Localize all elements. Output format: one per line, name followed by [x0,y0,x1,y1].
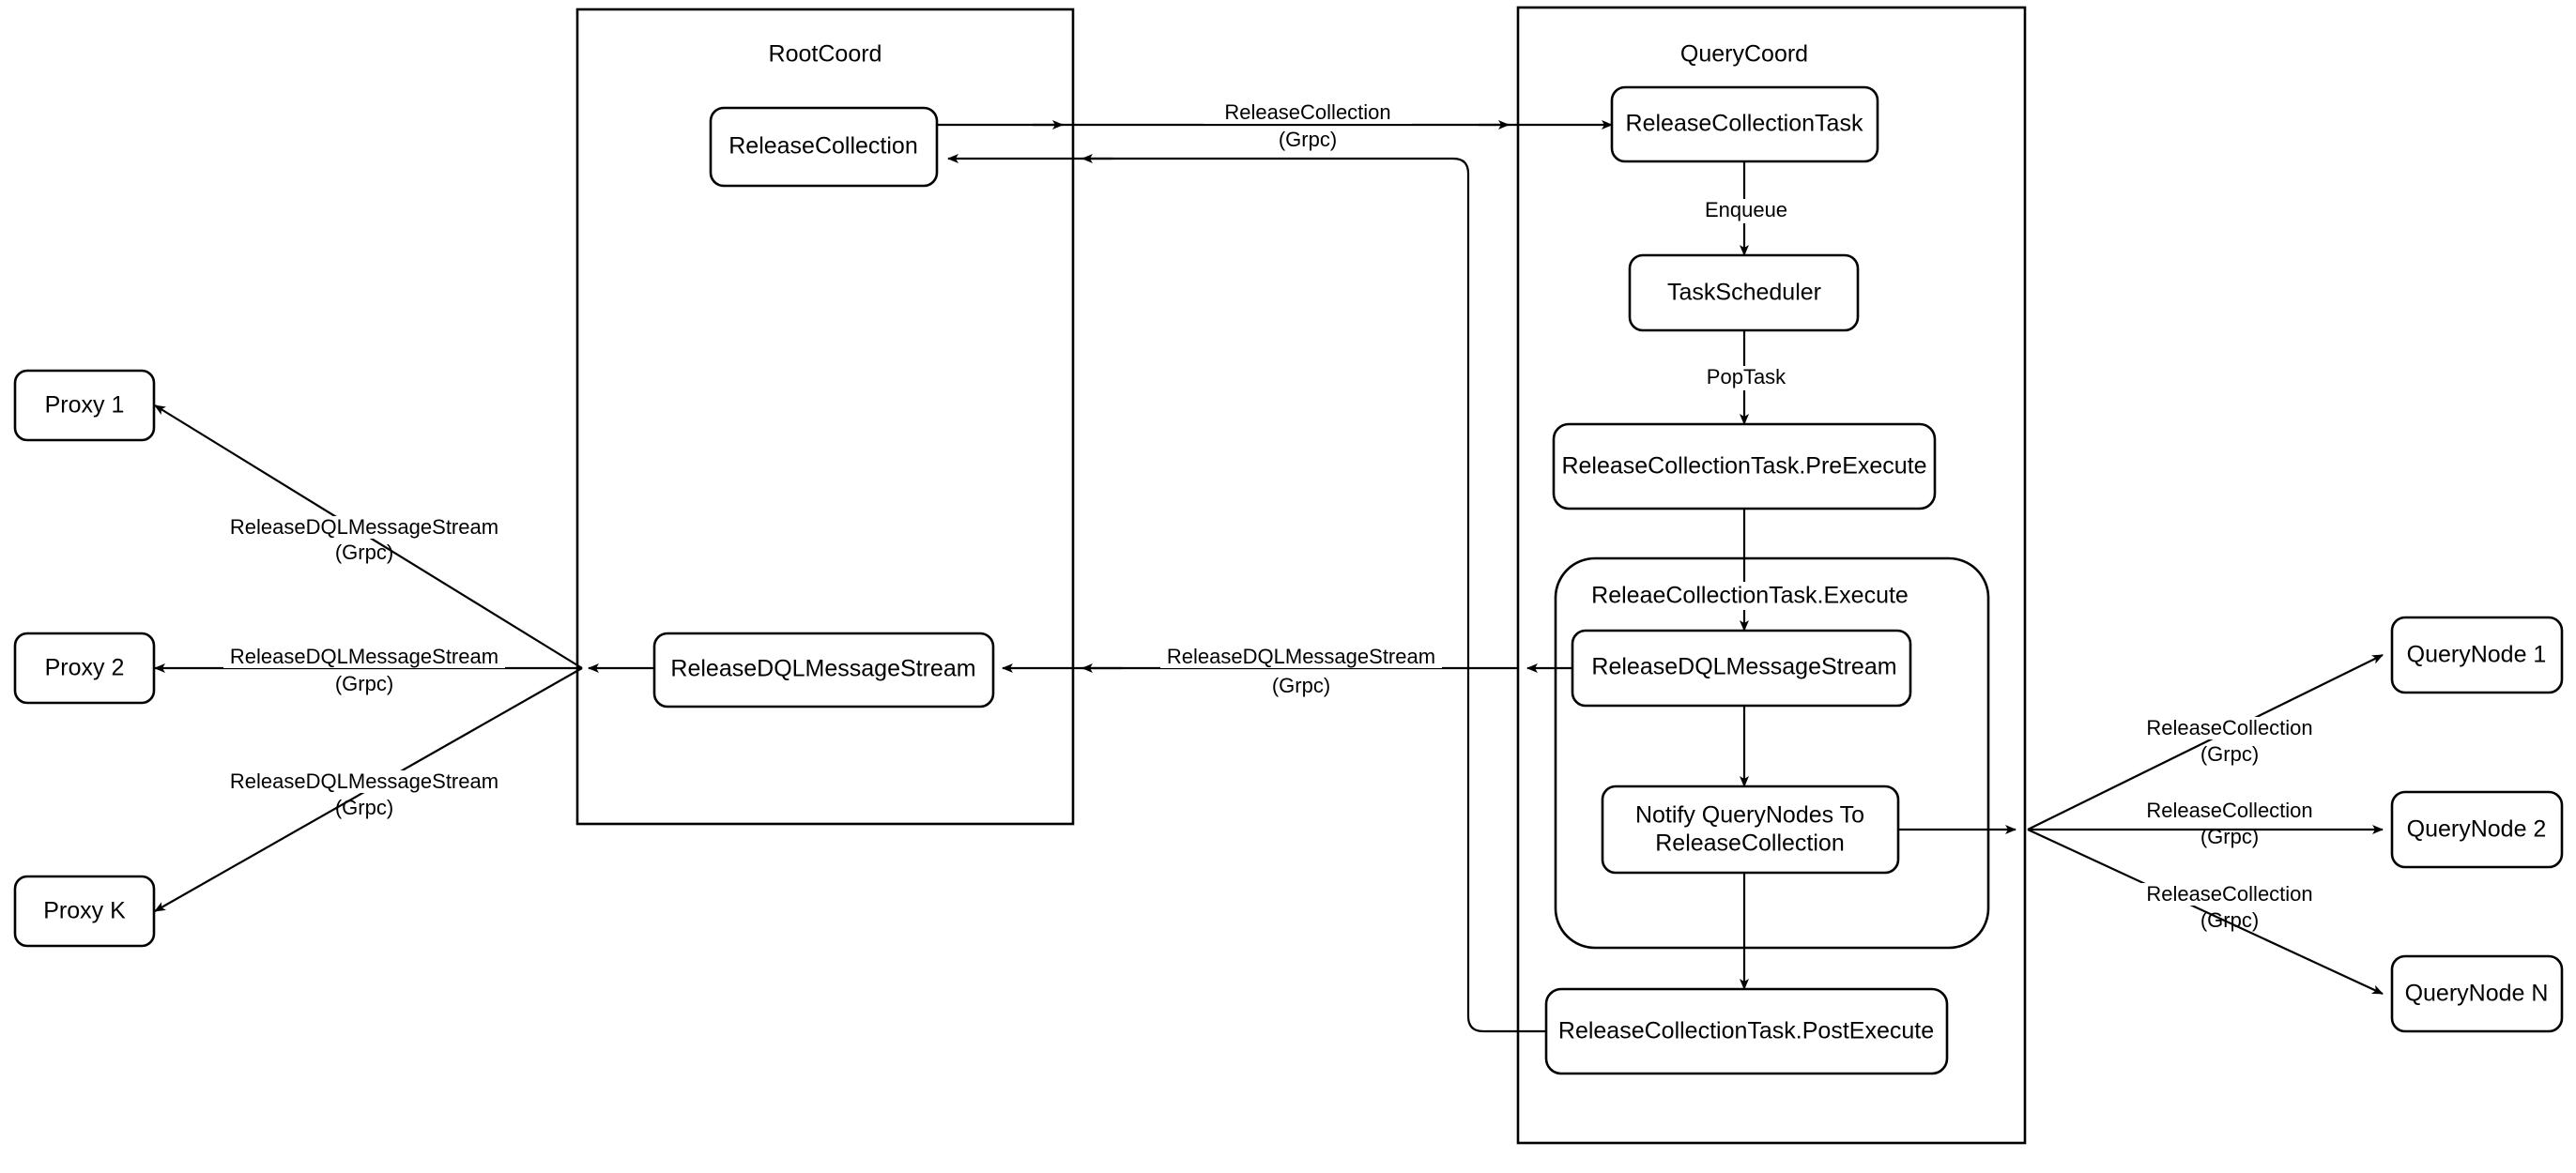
group-rootcoord: RootCoord [575,8,1075,826]
notify-querynodes-label-line2: ReleaseCollection [1655,830,1845,857]
label-dql-grpc-proxyk-line2: (Grpc) [335,796,393,819]
rootcoord-release-dql-label: ReleaseDQLMessageStream [670,656,975,682]
task-scheduler-box[interactable] [1628,253,1860,332]
rootcoord-title: RootCoord [769,41,882,68]
label-releasecollection-grpc-qn2-line2: (Grpc) [2200,825,2259,848]
node-notify-querynodes[interactable]: Notify QueryNodes To ReleaseCollection [1601,785,1900,875]
proxy-2-label: Proxy 2 [45,655,125,681]
execute-title-bg [1596,582,1906,610]
label-releasecollection-grpc-qnn: ReleaseCollection (Grpc) [2131,882,2328,932]
proxy-k-box[interactable] [13,875,156,948]
querynode-1-box[interactable] [2390,616,2564,694]
edge-to-querynode1 [2027,654,2384,830]
node-rootcoord-release-collection[interactable]: ReleaseCollection [709,106,939,188]
node-querynode-2[interactable]: QueryNode 2 [2390,790,2564,869]
querynode-2-label: QueryNode 2 [2407,816,2547,843]
label-dql-grpc-proxy2-line1: ReleaseDQLMessageStream [230,645,498,668]
pre-execute-label: ReleaseCollectionTask.PreExecute [1561,453,1926,480]
rootcoord-container [575,8,1075,826]
group-querycoord: QueryCoord [1516,6,2027,1145]
edge-to-querynoden [2027,829,2384,995]
label-dql-grpc-proxy1: ReleaseDQLMessageStream (Grpc) [223,515,505,564]
node-querynode-1[interactable]: QueryNode 1 [2390,616,2564,694]
proxy-2-box[interactable] [13,632,156,705]
proxy-k-label: Proxy K [43,898,126,924]
node-proxy-1[interactable]: Proxy 1 [13,369,156,442]
querycoord-container [1516,6,2027,1145]
node-post-execute[interactable]: ReleaseCollectionTask.PostExecute [1544,987,1949,1075]
notify-querynodes-box[interactable] [1601,785,1900,875]
label-dql-grpc-center-line2: (Grpc) [1272,674,1330,697]
querynode-1-label: QueryNode 1 [2407,642,2547,668]
release-collection-task-label: ReleaseCollectionTask [1626,111,1863,137]
node-release-collection-task[interactable]: ReleaseCollectionTask [1610,85,1879,163]
label-releasecollection-grpc-qn1: ReleaseCollection (Grpc) [2131,716,2328,766]
label-dql-grpc-proxy1-line1: ReleaseDQLMessageStream [230,515,498,539]
release-collection-task-box[interactable] [1610,85,1879,163]
label-releasecollection-grpc-qn2-line1: ReleaseCollection [2146,799,2312,822]
label-releasecollection-grpc-qn2: ReleaseCollection (Grpc) [2131,799,2328,848]
label-releasecollection-grpc-line1: ReleaseCollection [1224,100,1390,124]
label-releasecollection-grpc-line2: (Grpc) [1279,128,1337,151]
label-dql-grpc-proxyk-line1: ReleaseDQLMessageStream [230,769,498,793]
label-dql-grpc-proxy1-line2: (Grpc) [335,541,393,564]
execute-container [1554,556,1990,950]
group-execute: ReleaeCollectionTask.Execute [1554,556,1990,950]
label-dql-grpc-proxy2-line2: (Grpc) [335,672,393,695]
task-scheduler-label: TaskScheduler [1667,280,1821,306]
edge-postexecute-response [947,154,1546,1033]
querycoord-title: QueryCoord [1680,41,1808,68]
rootcoord-release-collection-box[interactable] [709,106,939,188]
label-poptask-text: PopTask [1707,365,1786,388]
label-releasecollection-grpc-qnn-line2: (Grpc) [2200,908,2259,932]
node-task-scheduler[interactable]: TaskScheduler [1628,253,1860,332]
label-releasecollection-grpc-qn1-line1: ReleaseCollection [2146,716,2312,739]
pre-execute-box[interactable] [1552,422,1937,510]
querynode-n-box[interactable] [2390,954,2564,1033]
label-enqueue: Enqueue [1694,198,1798,223]
querynode-n-label: QueryNode N [2405,981,2549,1007]
qc-release-dql-label: ReleaseDQLMessageStream [1591,654,1896,680]
post-execute-label: ReleaseCollectionTask.PostExecute [1558,1018,1934,1044]
label-poptask: PopTask [1699,365,1793,390]
notify-querynodes-label-line1: Notify QueryNodes To [1635,802,1864,829]
rootcoord-release-dql-box[interactable] [652,632,995,708]
label-dql-grpc-center: ReleaseDQLMessageStream (Grpc) [1160,645,1442,697]
proxy-1-box[interactable] [13,369,156,442]
label-releasecollection-grpc-qn1-line2: (Grpc) [2200,742,2259,766]
node-pre-execute[interactable]: ReleaseCollectionTask.PreExecute [1552,422,1937,510]
label-dql-grpc-proxyk: ReleaseDQLMessageStream (Grpc) [223,769,505,819]
label-dql-grpc-center-line1: ReleaseDQLMessageStream [1167,645,1435,668]
node-rootcoord-release-dql[interactable]: ReleaseDQLMessageStream [652,632,995,708]
rootcoord-release-collection-label: ReleaseCollection [728,133,918,160]
post-execute-box[interactable] [1544,987,1949,1075]
node-proxy-k[interactable]: Proxy K [13,875,156,948]
node-querynode-n[interactable]: QueryNode N [2390,954,2564,1033]
label-enqueue-text: Enqueue [1705,198,1787,221]
execute-title: ReleaeCollectionTask.Execute [1591,583,1909,609]
node-proxy-2[interactable]: Proxy 2 [13,632,156,705]
node-qc-release-dql[interactable]: ReleaseDQLMessageStream [1571,629,1912,708]
label-releasecollection-grpc: ReleaseCollection (Grpc) [1204,100,1412,151]
label-releasecollection-grpc-qnn-line1: ReleaseCollection [2146,882,2312,906]
querynode-2-box[interactable] [2390,790,2564,869]
qc-release-dql-box[interactable] [1571,629,1912,708]
label-dql-grpc-proxy2: ReleaseDQLMessageStream (Grpc) [223,645,505,695]
proxy-1-label: Proxy 1 [45,392,125,419]
